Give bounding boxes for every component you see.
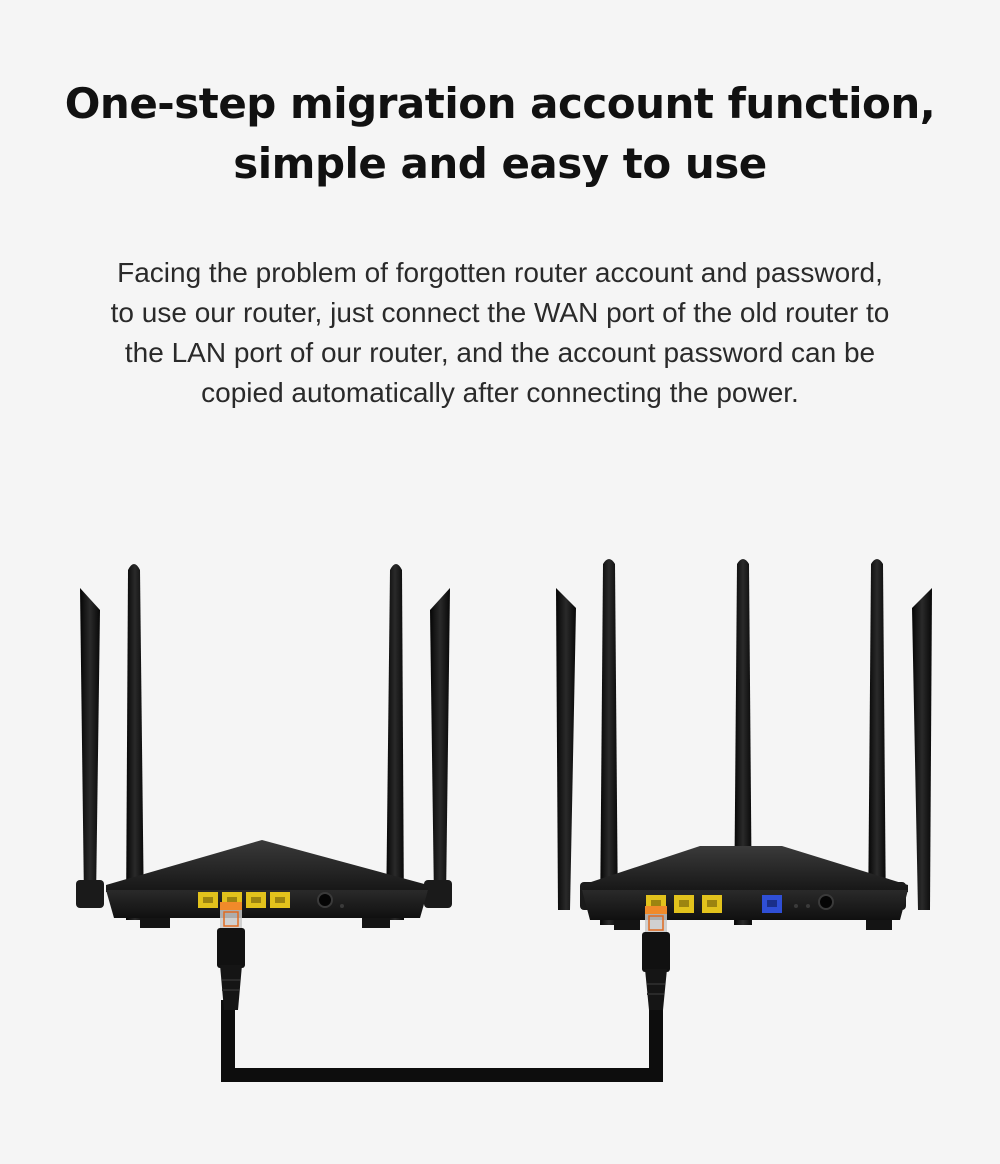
title-line-1: One-step migration account function, (64, 79, 936, 128)
description-line-3: the LAN port of our router, and the acco… (124, 337, 876, 368)
description-line-4: copied automatically after connecting th… (201, 377, 799, 408)
right-ethernet-plug-icon (642, 906, 670, 1010)
left-ethernet-plug-icon (217, 902, 245, 1010)
page-title: One-step migration account function, sim… (0, 74, 1000, 194)
router-connection-illustration (76, 559, 932, 1082)
title-line-2: simple and easy to use (233, 139, 767, 188)
description-line-1: Facing the problem of forgotten router a… (117, 257, 883, 288)
ethernet-cable-icon (221, 1000, 663, 1082)
right-router-wan-port (762, 895, 782, 913)
feature-description: Facing the problem of forgotten router a… (40, 253, 960, 413)
right-router-icon (556, 559, 932, 930)
description-line-2: to use our router, just connect the WAN … (110, 297, 890, 328)
left-router-icon (76, 564, 452, 928)
